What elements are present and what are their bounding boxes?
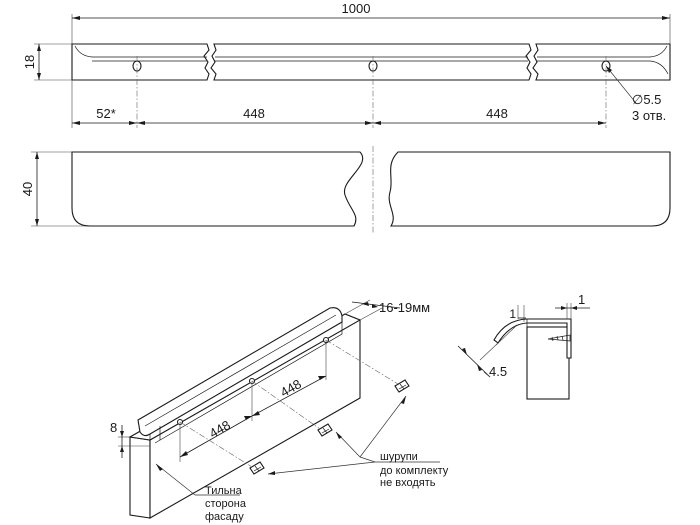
screws-note-line3: не входять (380, 477, 436, 489)
facade-note-line1: Тильна (205, 485, 243, 497)
front-height-label: 40 (20, 182, 35, 196)
screws-note-line1: шурупи (380, 451, 418, 463)
section-lip-thickness-label: 1 (578, 292, 585, 307)
edge-offset-label: 52* (96, 106, 116, 121)
screw-icon (249, 461, 265, 475)
facade-note-line2: сторона (205, 498, 247, 510)
facade-note-line3: фасаду (205, 511, 244, 523)
top-height-label: 18 (22, 55, 37, 69)
section-lip-depth-label: 4.5 (489, 364, 507, 379)
profile-front-left (71, 151, 364, 227)
front-view: 40 (20, 146, 671, 234)
hole-diameter-label: ∅5.5 (632, 92, 661, 107)
section-profile (493, 318, 572, 359)
profile-top-segment-left (71, 43, 210, 81)
hole-count-label: 3 отв. (632, 108, 666, 123)
hole-spacing-1-label: 448 (243, 106, 265, 121)
top-view: 1000 18 52* (22, 1, 671, 128)
mounting-view: 16-19мм 448 448 8 (110, 299, 449, 523)
step-label: 8 (110, 420, 117, 435)
profile-front-right (388, 151, 671, 227)
facade-front-face (129, 436, 151, 519)
facade-thickness-label: 16-19мм (379, 300, 430, 315)
section-view: 1 1 4.5 (457, 292, 590, 400)
hole-spacing-2-label: 448 (486, 106, 508, 121)
overall-length-label: 1000 (342, 1, 371, 16)
profile-top-segment-right (532, 43, 671, 81)
screws-note-line2: до комплекту (380, 465, 449, 477)
screw-icon (317, 423, 333, 437)
section-wall-thickness-label: 1 (509, 307, 516, 321)
screw-icon (394, 379, 410, 393)
